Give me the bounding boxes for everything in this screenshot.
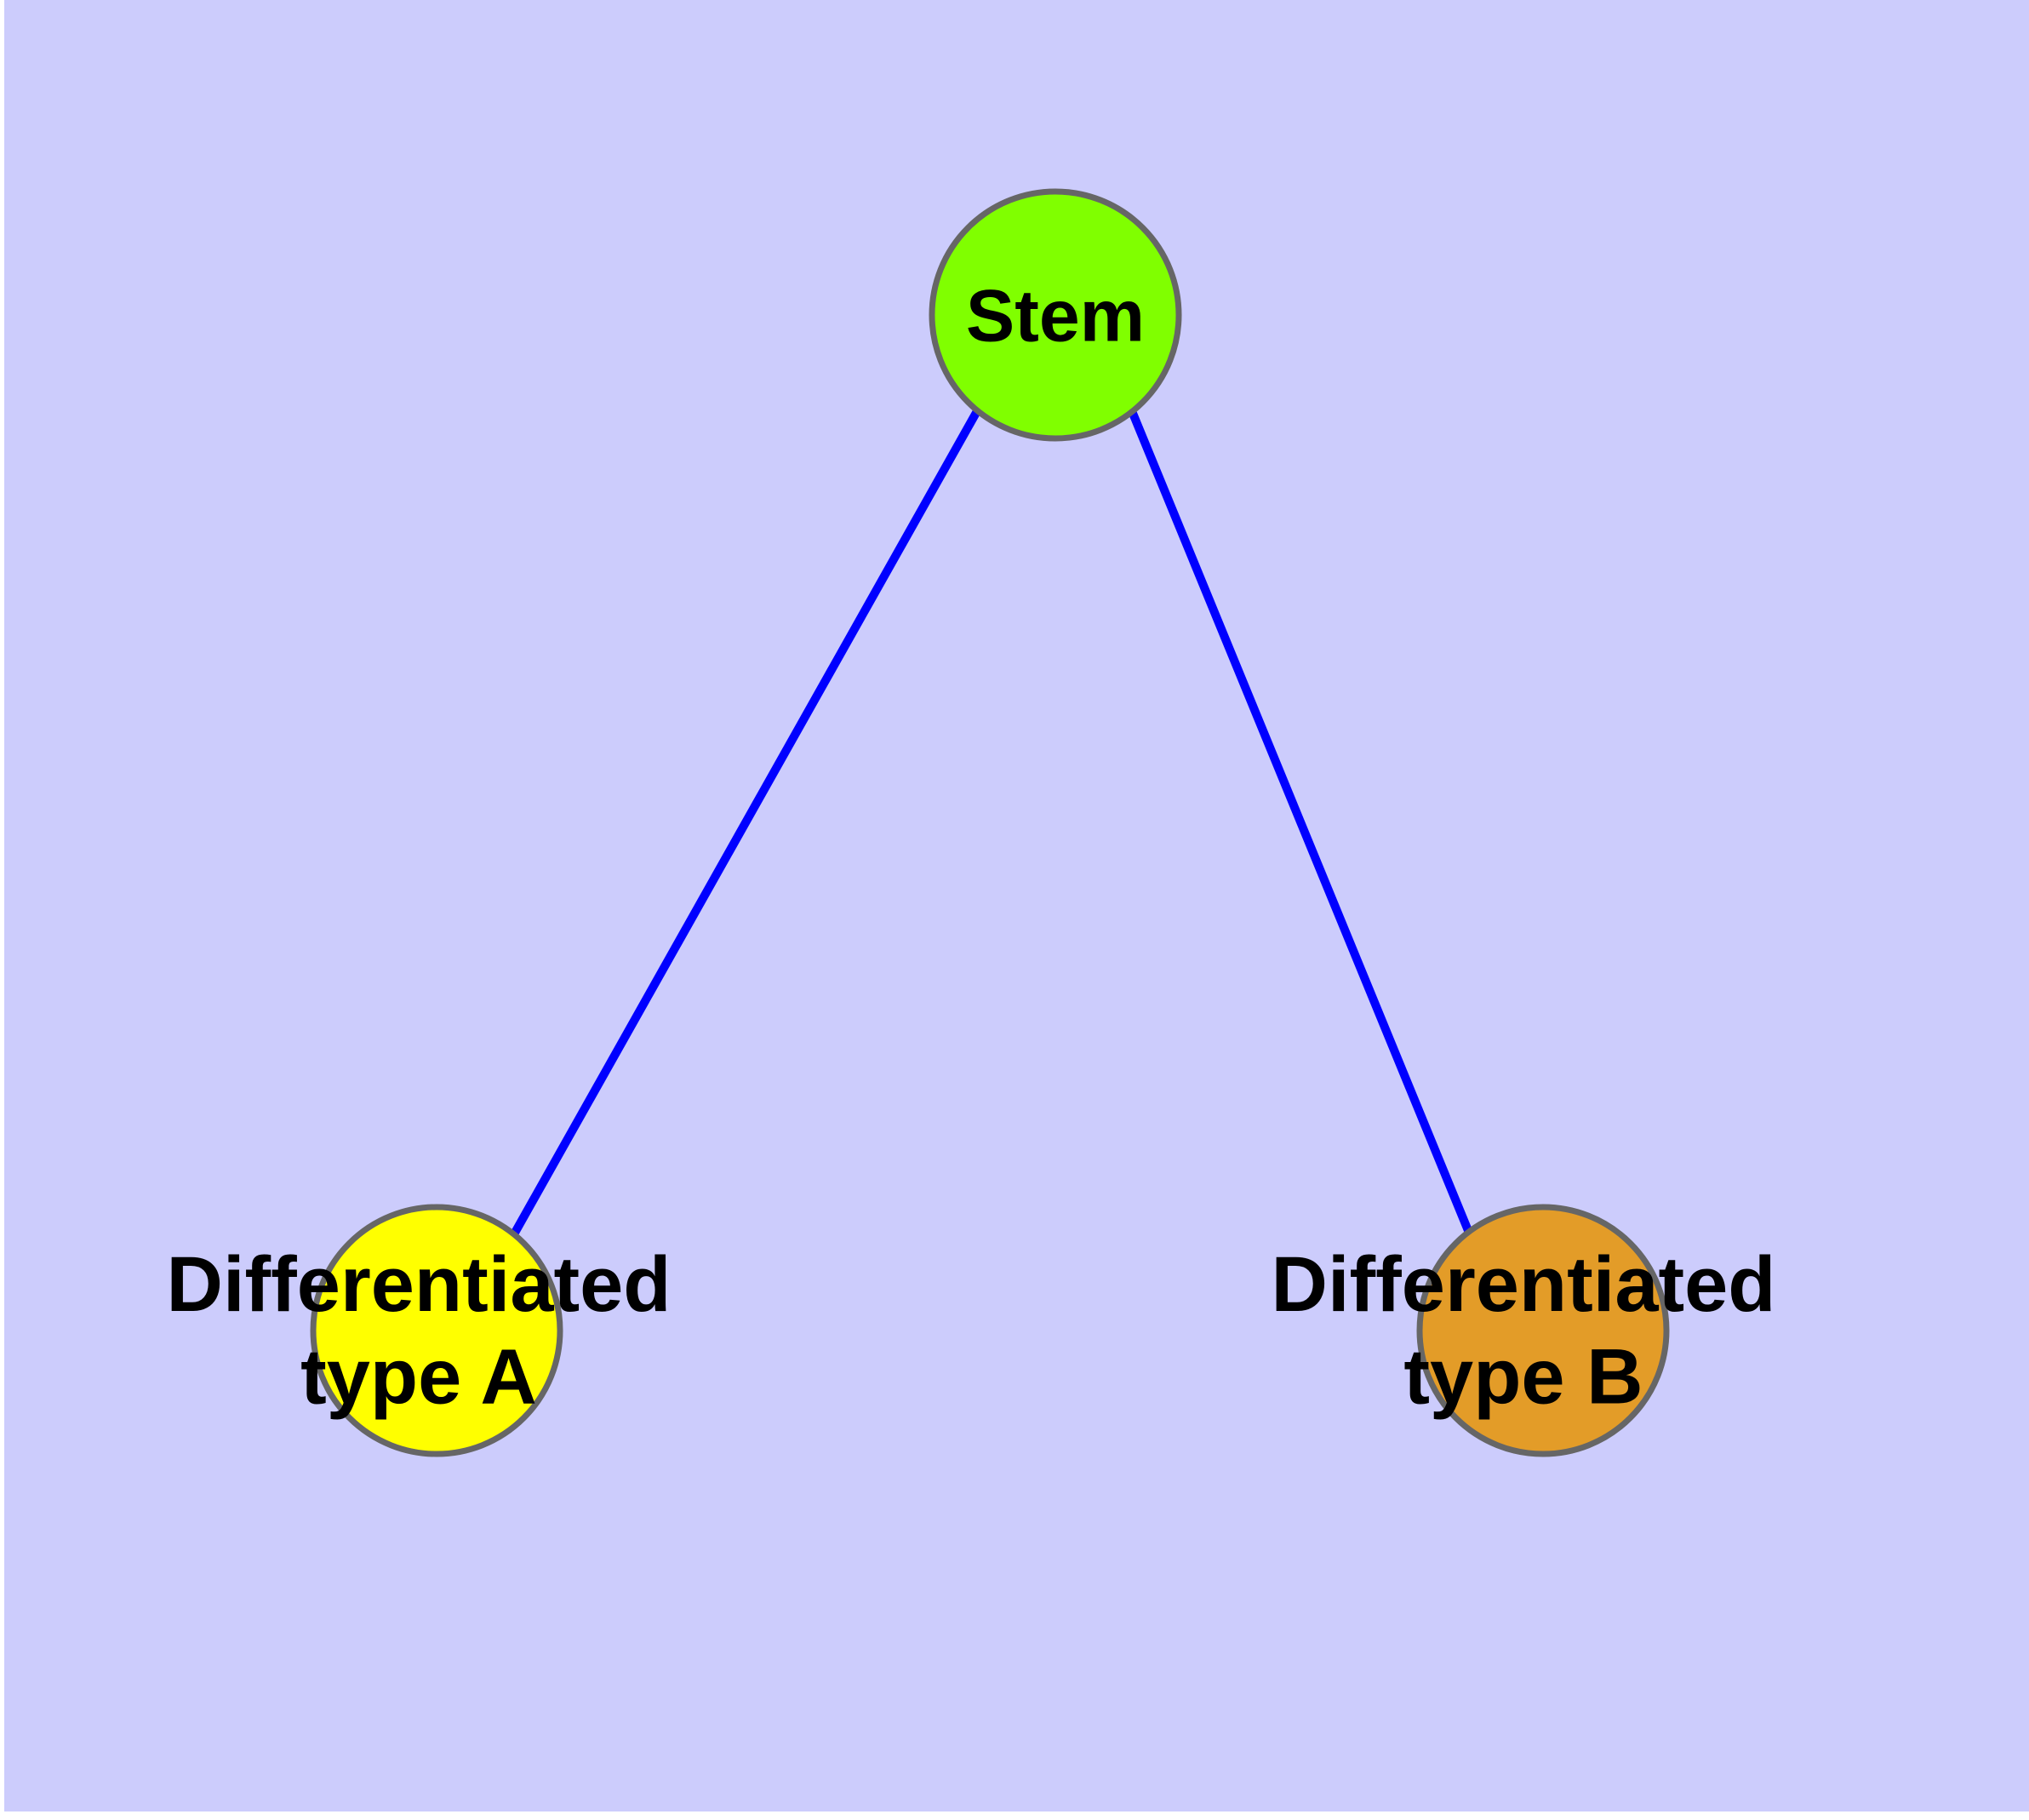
graph-node-label-line: type B bbox=[1403, 1334, 1643, 1421]
graph-edge-stem-to-type-b[interactable] bbox=[1128, 409, 1473, 1234]
graph-edge-stem-to-type-a[interactable] bbox=[511, 409, 981, 1235]
graph-node-label-stem: Stem bbox=[966, 276, 1145, 358]
graph-node-label-line: type A bbox=[300, 1334, 537, 1421]
nodes-layer bbox=[310, 188, 1670, 1457]
graph-node-label-line: Stem bbox=[966, 276, 1145, 358]
graph-node-stem[interactable] bbox=[929, 188, 1182, 442]
graph-node-type_b[interactable] bbox=[1416, 1204, 1670, 1457]
graph-node-label-line: Differentiated bbox=[167, 1241, 672, 1328]
edges-layer bbox=[511, 409, 1473, 1235]
graph-node-label-line: Differentiated bbox=[1272, 1241, 1776, 1328]
graph-node-type_a[interactable] bbox=[310, 1204, 563, 1457]
